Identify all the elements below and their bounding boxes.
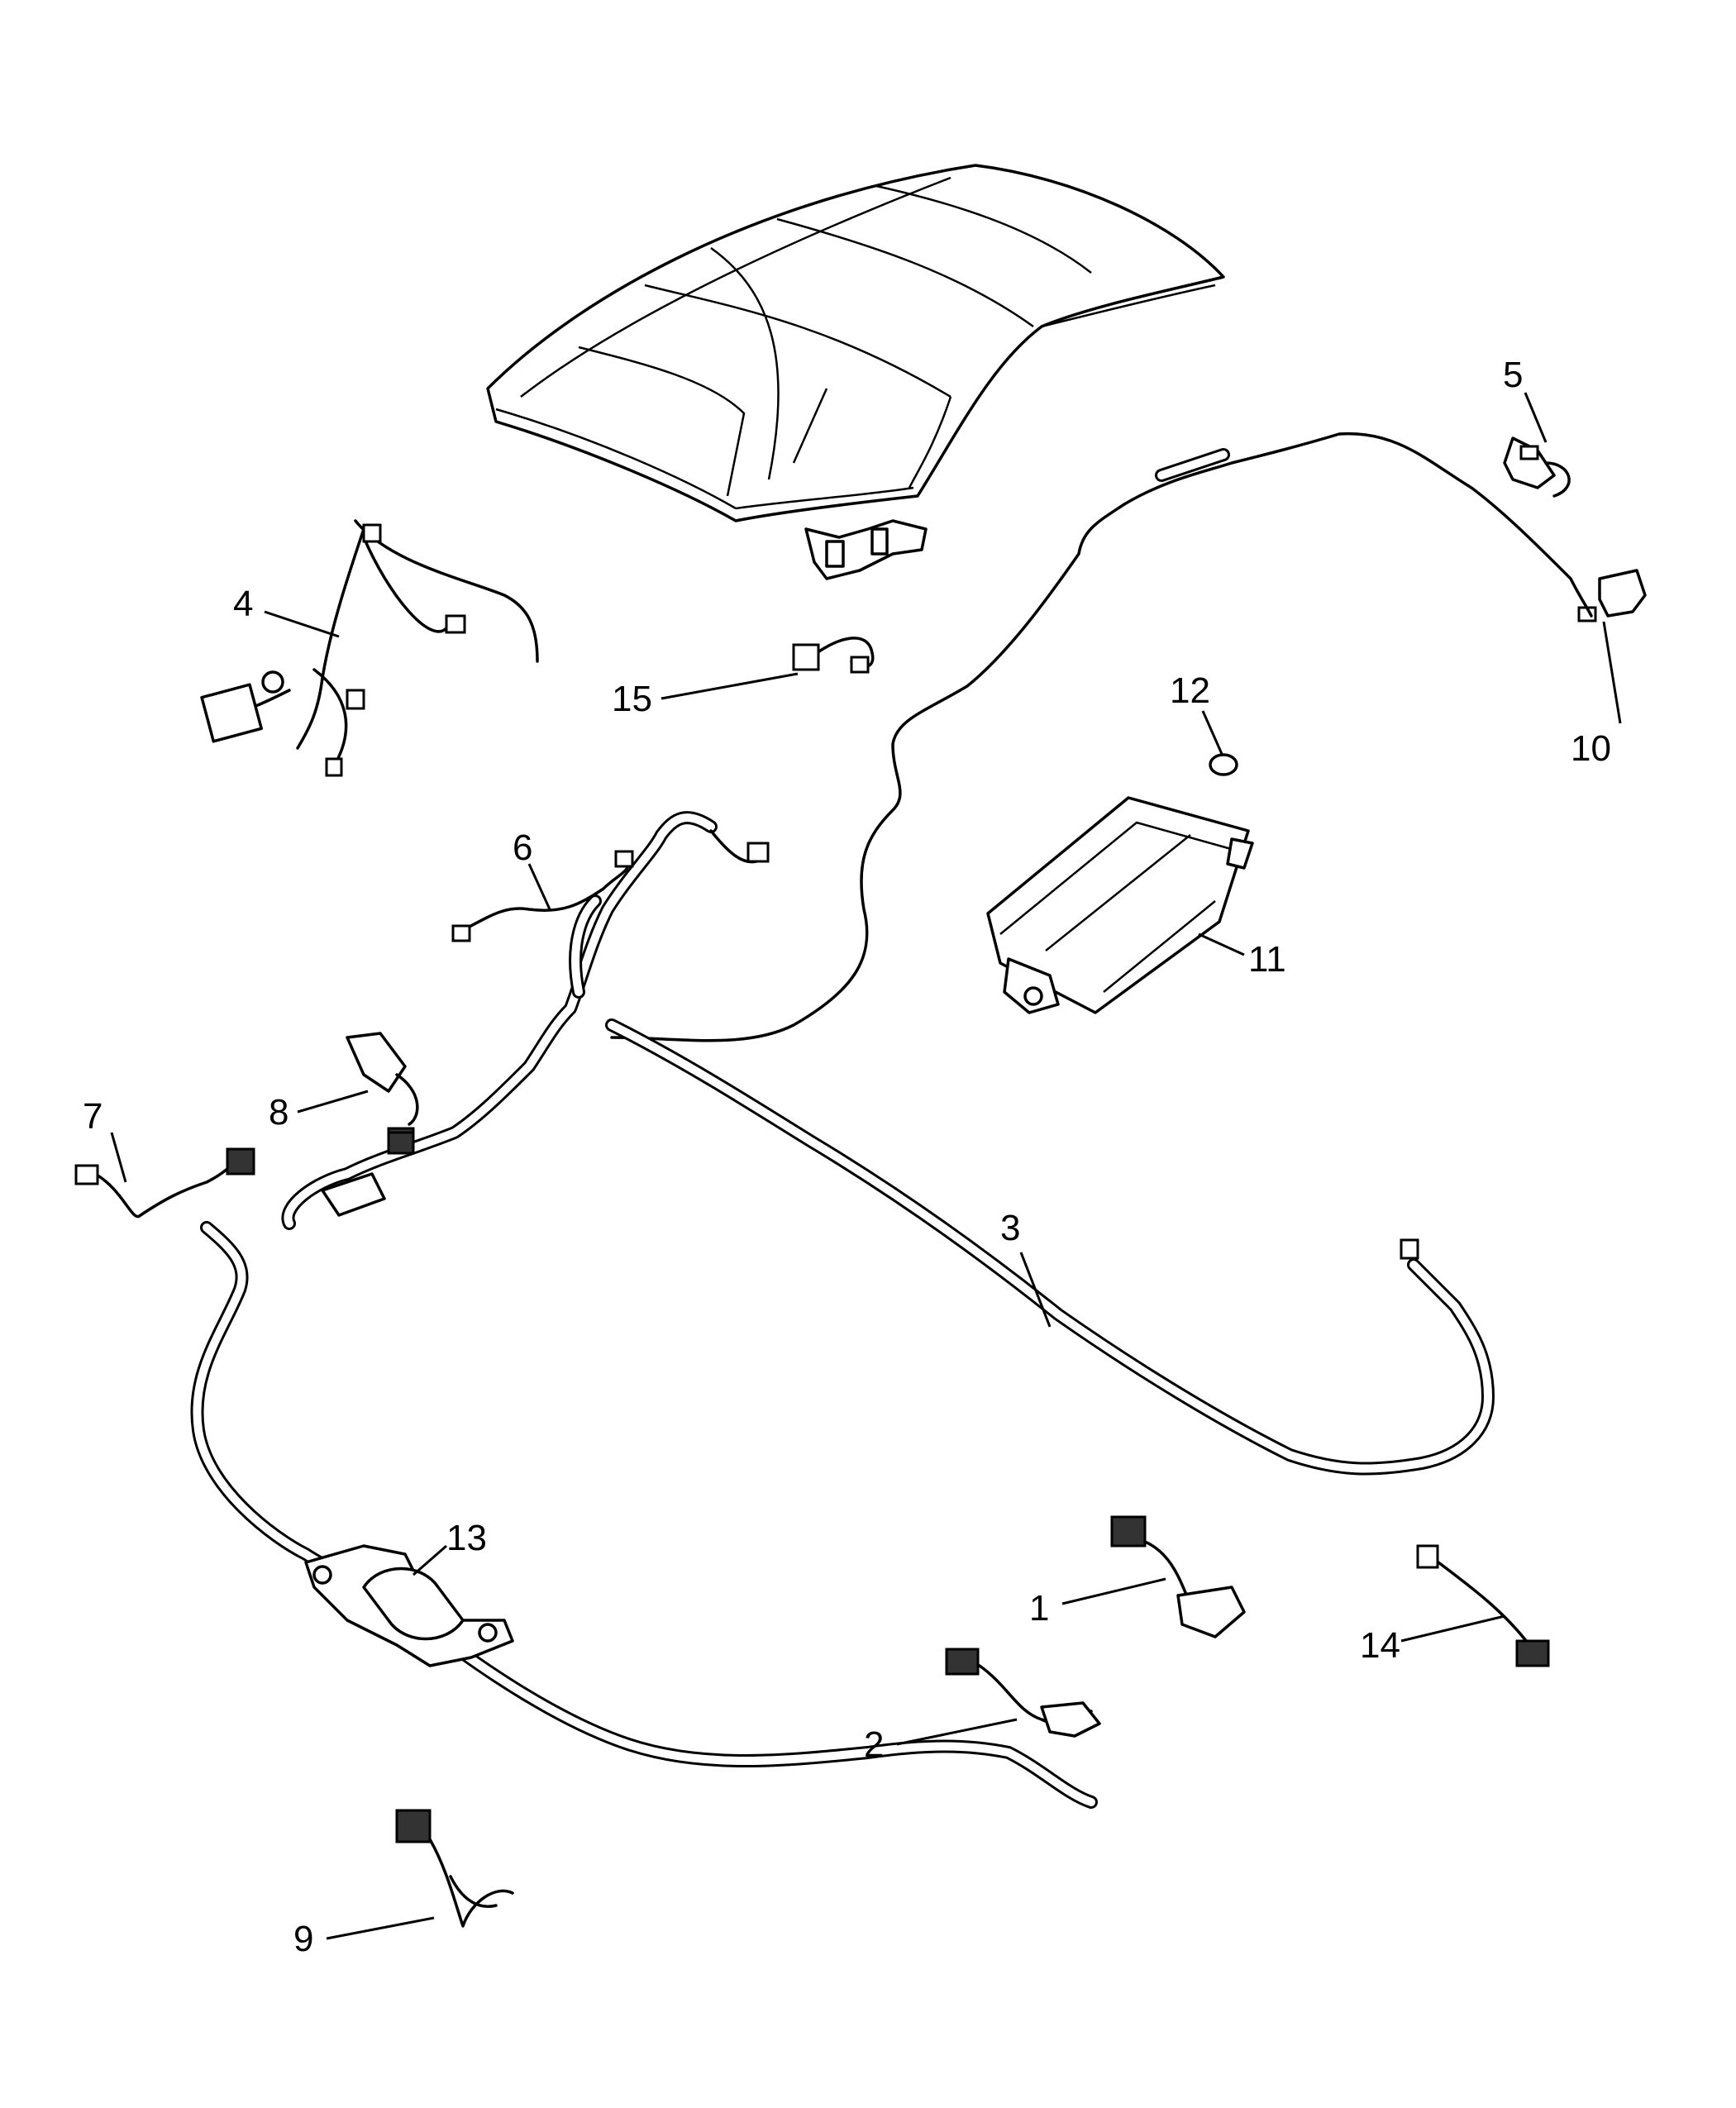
callout-9: 9 (293, 1919, 313, 1959)
harness-lower (190, 1221, 1098, 1809)
callout-6: 6 (513, 827, 532, 868)
callout-4: 4 (233, 584, 253, 624)
clip-part-12 (1201, 710, 1238, 776)
harness-part-4 (200, 519, 539, 777)
connector-part-15 (661, 637, 875, 700)
actuator-part-13 (304, 1544, 514, 1667)
callout-2: 2 (864, 1724, 884, 1765)
connector-part-14 (1400, 1544, 1550, 1667)
module-part-11 (986, 796, 1254, 1014)
connector-part-8 (297, 1032, 419, 1155)
wire-part-7 (74, 1132, 255, 1219)
roof-panel (486, 164, 1225, 580)
connector-part-2 (896, 1648, 1101, 1746)
callout-3: 3 (1000, 1208, 1020, 1248)
callout-12: 12 (1170, 670, 1210, 711)
callout-15: 15 (612, 679, 652, 719)
connector-part-5 (1503, 392, 1571, 498)
callout-7: 7 (83, 1096, 103, 1137)
callout-10: 10 (1571, 728, 1611, 769)
connector-part-9 (326, 1809, 514, 1940)
connector-part-1 (1061, 1515, 1246, 1638)
callout-1: 1 (1029, 1588, 1049, 1629)
callout-8: 8 (269, 1092, 289, 1133)
callout-11: 11 (1248, 939, 1286, 980)
callout-13: 13 (446, 1518, 487, 1558)
callout-14: 14 (1360, 1625, 1400, 1666)
wire-part-6 (451, 850, 634, 942)
connector-part-10 (1577, 569, 1647, 724)
harness-part-3 (281, 811, 1495, 1476)
callout-labels: 1 2 3 4 5 6 7 8 9 10 11 12 13 14 15 (83, 355, 1611, 1959)
callout-5: 5 (1503, 355, 1523, 395)
wire-to-part-5 (610, 432, 1593, 1042)
